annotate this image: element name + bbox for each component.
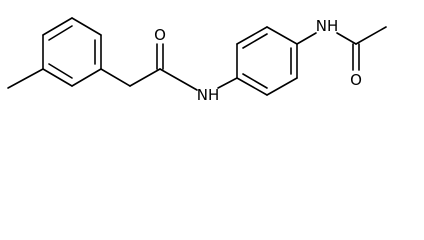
bond-ring1-4 bbox=[71, 68, 102, 87]
bond-methyl bbox=[7, 68, 44, 89]
bond-ring1-2 bbox=[71, 17, 102, 36]
chemical-structure-diagram: O NH NH O bbox=[7, 17, 387, 104]
bond-nh-acetylc bbox=[336, 32, 357, 45]
bond-ring2-double-c bbox=[242, 73, 268, 89]
phenylene-ring bbox=[236, 26, 298, 96]
bond-carbonyl-nh bbox=[159, 68, 198, 91]
bond-ring2-2 bbox=[236, 26, 268, 45]
atom-oxygen-amide: O bbox=[154, 26, 166, 44]
bond-ring2-5 bbox=[266, 77, 298, 96]
atom-nh-amide: NH bbox=[197, 86, 220, 104]
atom-oxygen-acetyl: O bbox=[350, 71, 362, 89]
atom-nh-acetamide: NH bbox=[316, 17, 339, 35]
bond-ring1-5 bbox=[42, 68, 73, 87]
bond-ring-ch2 bbox=[100, 68, 131, 87]
bond-ring1-double-c bbox=[48, 63, 73, 79]
bond-ring1-double-a bbox=[48, 25, 73, 41]
bond-ring1-1 bbox=[42, 17, 73, 36]
tolyl-ring bbox=[42, 17, 102, 87]
bond-ring2-3 bbox=[266, 26, 298, 45]
bond-ring2-6 bbox=[236, 77, 268, 96]
bond-acetyl-methyl bbox=[355, 26, 387, 45]
bond-nh-ring2 bbox=[217, 77, 238, 89]
bond-ring2-double-a bbox=[242, 33, 268, 49]
bond-ring2-nh bbox=[296, 32, 317, 45]
bond-ch2-carbonyl bbox=[129, 68, 161, 87]
